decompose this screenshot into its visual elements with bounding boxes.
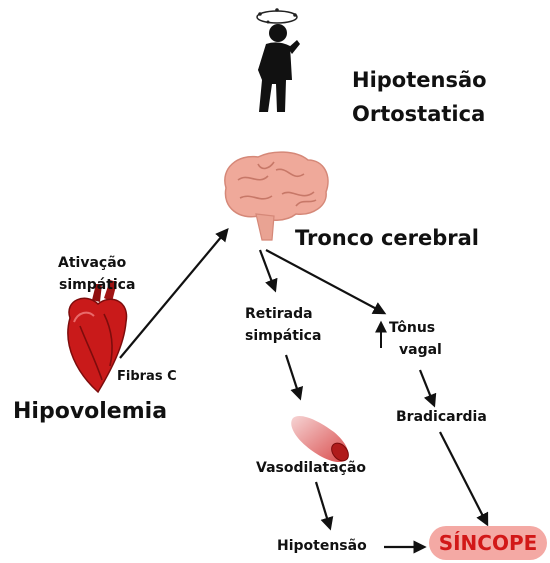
retirada-line-1: Retirada: [245, 306, 313, 324]
tronco-cerebral-label: Tronco cerebral: [295, 225, 479, 251]
arrow-brain-to-tonus: [266, 250, 384, 313]
arrow-heart-to-brain: [120, 230, 227, 358]
dizzy-person-icon: [257, 8, 300, 112]
arrow-tonus-to-bradicardia: [420, 370, 434, 405]
arrow-retirada-to-vessel: [286, 355, 300, 398]
ativacao-line-2: simpática: [59, 277, 135, 295]
hipovolemia-label: Hipovolemia: [13, 398, 167, 426]
hipotensao-label: Hipotensão: [277, 538, 367, 556]
blood-vessel-icon: [291, 416, 352, 464]
fibras-c-label: Fibras C: [117, 369, 177, 385]
arrow-bradicardia-to-sincope: [440, 432, 487, 524]
title-line-2: Ortostatica: [352, 101, 485, 127]
tonus-line-2: vagal: [399, 342, 442, 360]
ativacao-line-1: Ativação: [58, 255, 126, 273]
vasodilatacao-label: Vasodilatação: [256, 460, 366, 478]
arrow-brain-to-retirada: [260, 250, 275, 290]
sincope-badge: SÍNCOPE: [429, 526, 547, 560]
retirada-line-2: simpática: [245, 328, 321, 346]
arrow-vasodilatacao-to-hipotensao: [316, 482, 330, 528]
title-line-1: Hipotensão: [352, 67, 487, 93]
bradicardia-label: Bradicardia: [396, 409, 487, 427]
sincope-label: SÍNCOPE: [439, 531, 538, 555]
tonus-line-1: Tônus: [389, 320, 435, 338]
